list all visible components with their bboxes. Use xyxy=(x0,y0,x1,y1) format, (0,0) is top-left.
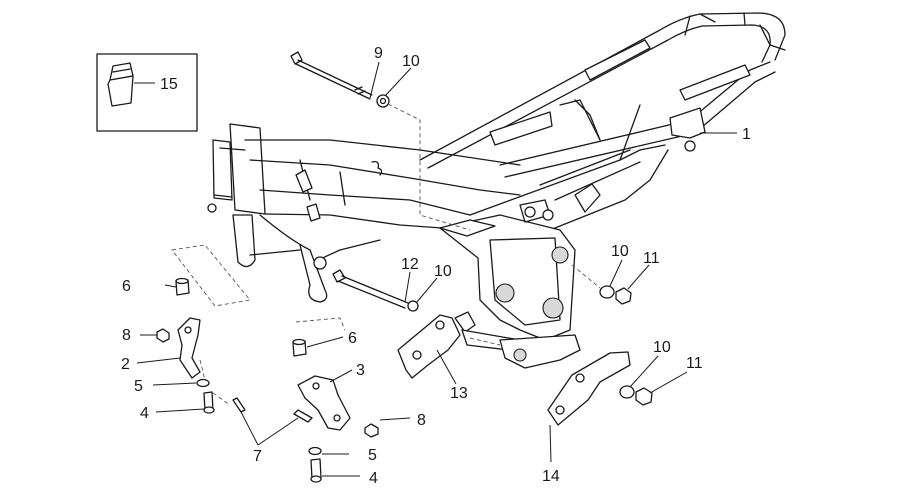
washer-10-top xyxy=(376,94,390,108)
bracket-3 xyxy=(297,375,351,431)
callout-3: 3 xyxy=(356,362,365,379)
callout-11-low: 11 xyxy=(686,355,703,372)
callout-8-left: 8 xyxy=(122,327,131,344)
main-frame-part-1 xyxy=(207,12,786,341)
callout-10-right: 10 xyxy=(611,243,629,260)
callout-5-left: 5 xyxy=(134,378,143,395)
callout-14: 14 xyxy=(542,468,560,485)
callout-2: 2 xyxy=(121,356,130,373)
bolt-4-left xyxy=(203,391,215,414)
nut-8-right xyxy=(364,423,379,438)
callout-7: 7 xyxy=(253,448,262,465)
stud-7-a xyxy=(232,397,246,413)
bracket-14 xyxy=(547,351,631,426)
callout-10-low: 10 xyxy=(653,339,671,356)
pivot-spacer xyxy=(461,329,581,369)
callout-15: 15 xyxy=(160,76,178,93)
callout-12: 12 xyxy=(401,256,419,273)
callout-11-right: 11 xyxy=(643,250,660,267)
spacer-6-right xyxy=(292,338,307,357)
washer-5-left xyxy=(196,378,210,388)
washer-10-low xyxy=(619,385,635,399)
washer-5-right xyxy=(308,446,322,456)
callout-5-right: 5 xyxy=(368,447,377,464)
washer-10-right xyxy=(599,285,615,299)
callout-4-left: 4 xyxy=(140,405,149,422)
callout-10-mid: 10 xyxy=(434,263,452,280)
nut-11-right xyxy=(615,287,632,305)
callout-labels: 1 2 3 4 4 5 5 6 6 7 8 8 9 10 10 10 10 11… xyxy=(121,45,751,487)
callout-6-left: 6 xyxy=(122,278,131,295)
nut-11-low xyxy=(635,387,653,406)
callout-6-right: 6 xyxy=(348,330,357,347)
spacer-6-left xyxy=(175,277,190,296)
part-15-inset-box xyxy=(96,53,198,132)
leader-lines xyxy=(134,61,737,477)
callout-13: 13 xyxy=(450,385,468,402)
callout-10-top: 10 xyxy=(402,53,420,70)
callout-9: 9 xyxy=(374,45,383,62)
bolt-12 xyxy=(332,269,409,309)
stud-7-b xyxy=(293,409,313,423)
callout-8-right: 8 xyxy=(417,412,426,429)
callout-1: 1 xyxy=(742,126,751,143)
bracket-13 xyxy=(397,311,476,379)
nut-8-left xyxy=(156,328,170,343)
bolt-9 xyxy=(290,51,373,100)
bracket-2 xyxy=(177,317,201,379)
callout-4-right: 4 xyxy=(369,470,378,487)
washer-10-mid xyxy=(407,300,419,312)
bolt-4-right xyxy=(310,458,322,483)
